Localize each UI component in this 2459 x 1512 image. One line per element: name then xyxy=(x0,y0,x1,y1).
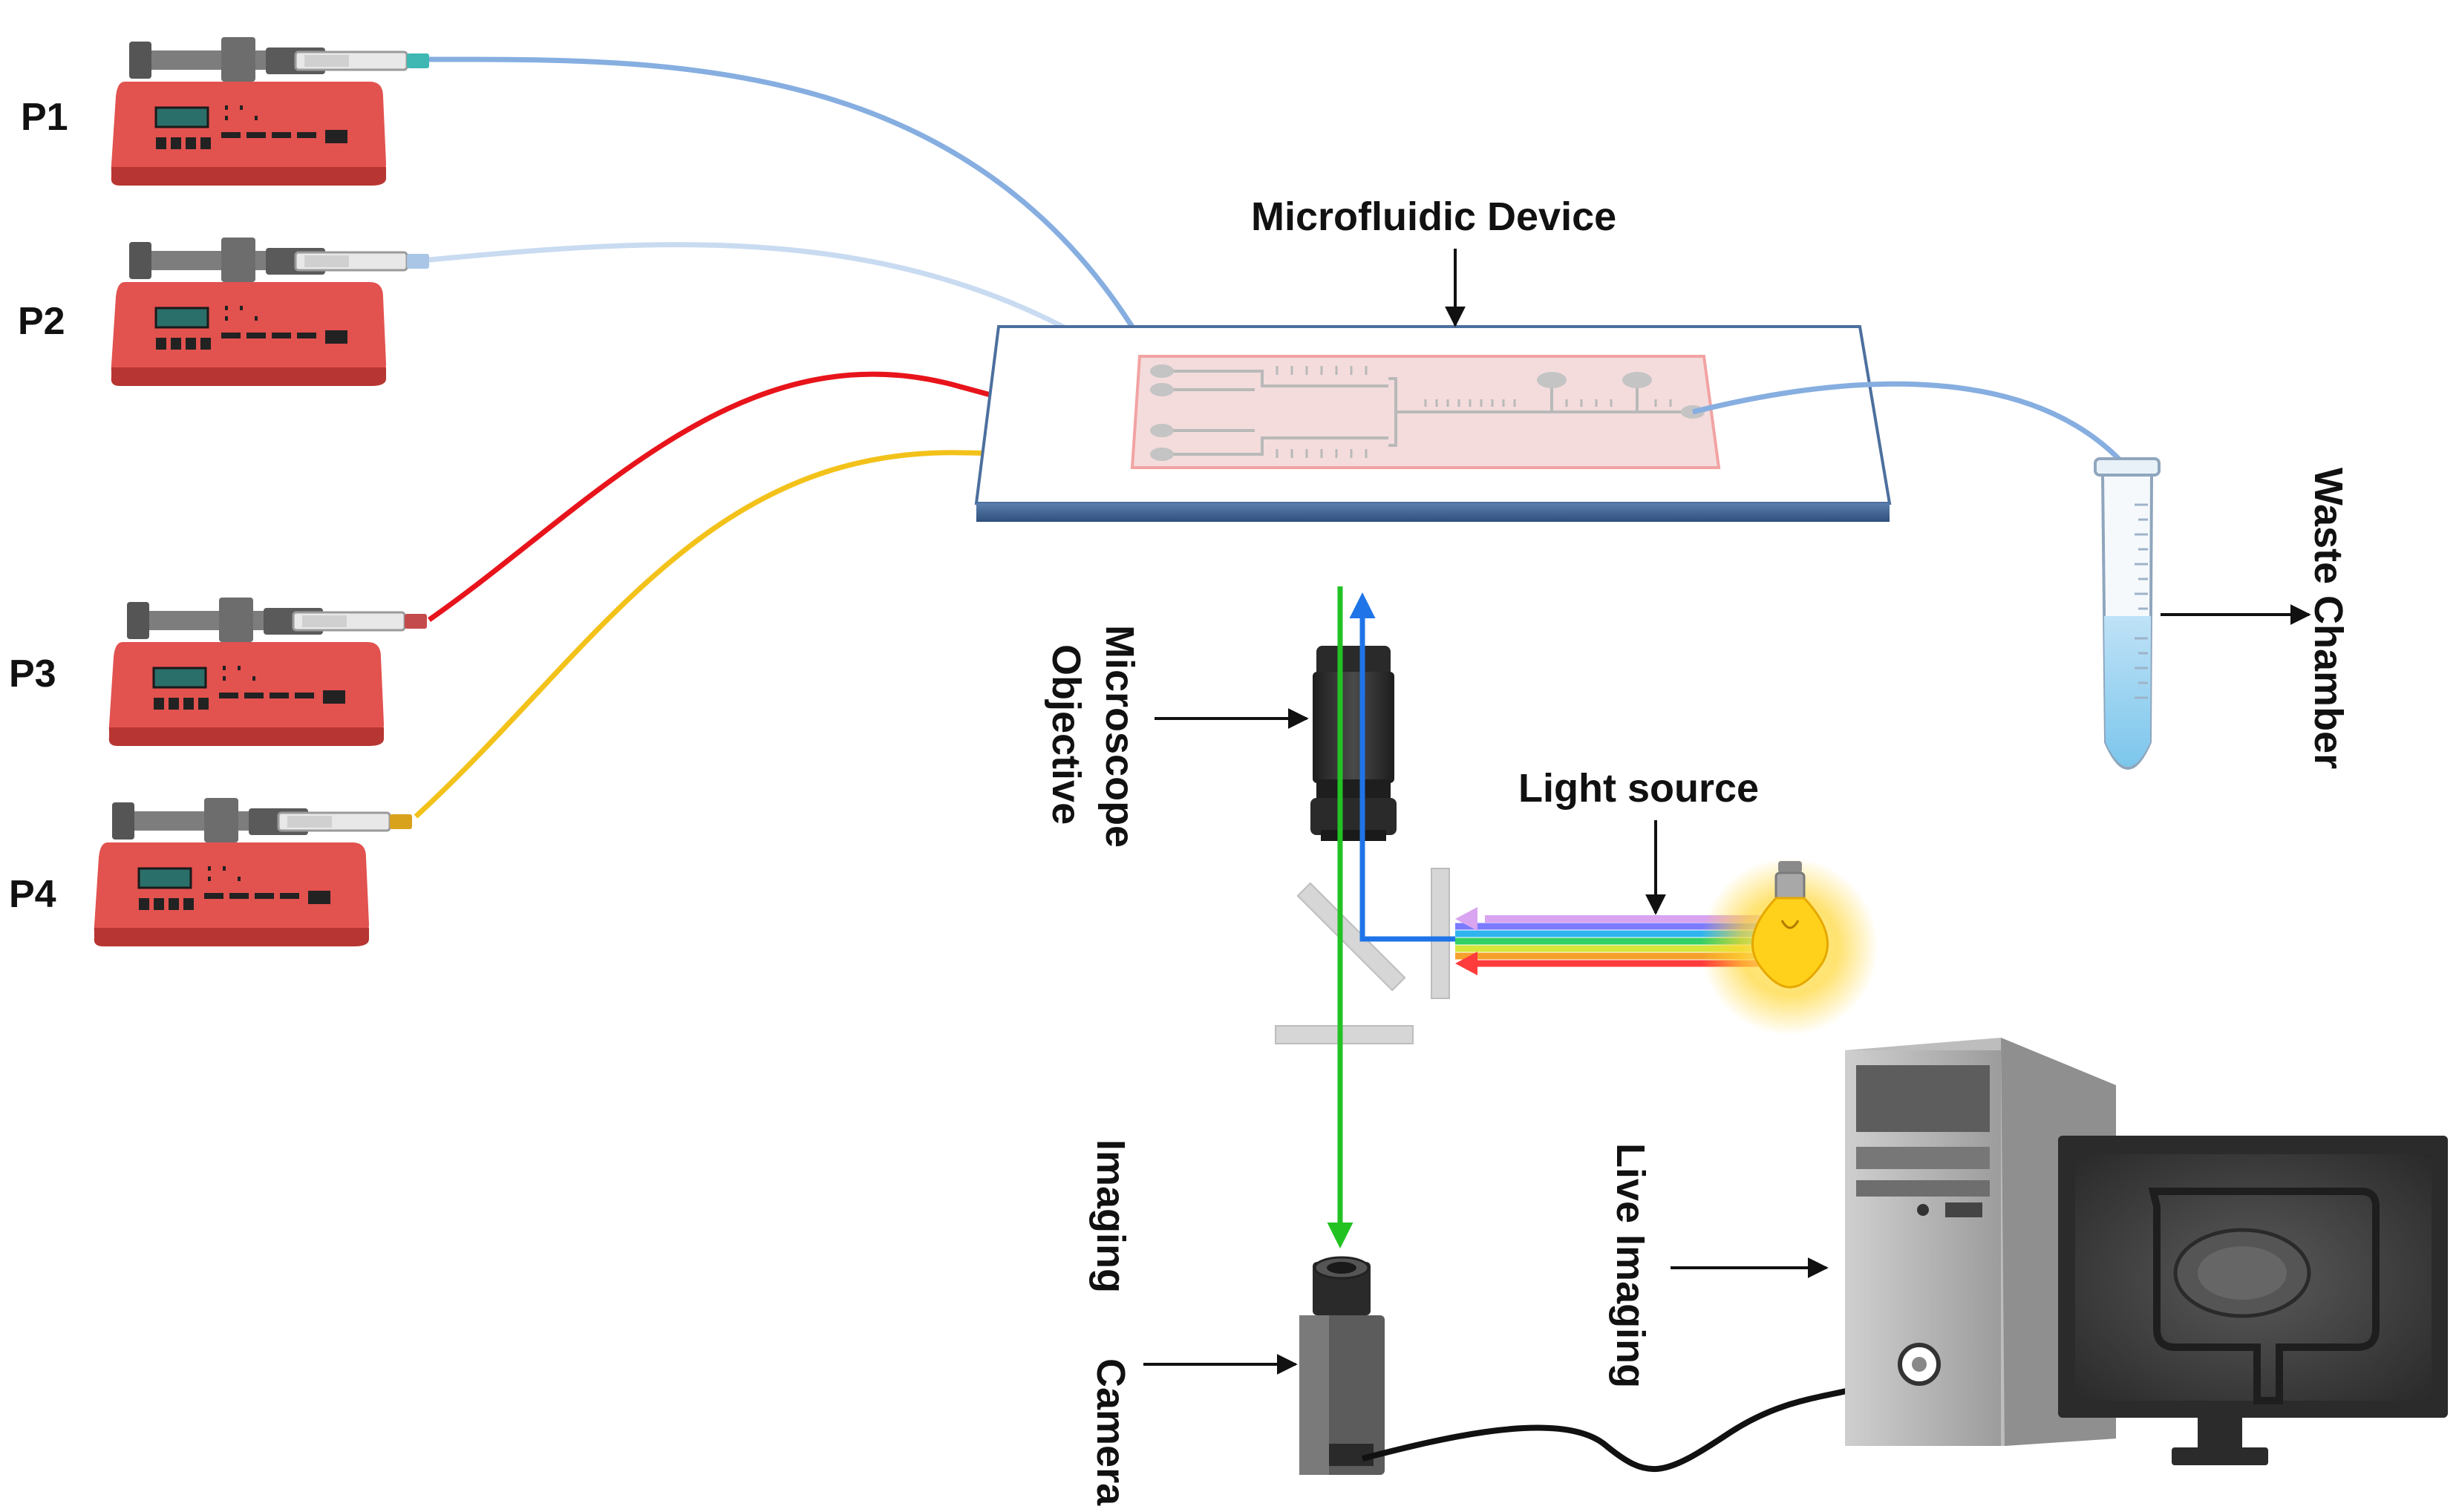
camera-icon xyxy=(1299,1256,1385,1475)
syringe-pump-p1 xyxy=(110,36,429,187)
microfluidic-device xyxy=(974,325,1892,522)
label-microfluidic-device: Microfluidic Device xyxy=(1251,194,1616,239)
pump-label-p2: P2 xyxy=(18,300,65,343)
emission-filter xyxy=(1275,1025,1414,1044)
pump-label-p4: P4 xyxy=(9,873,56,916)
syringe-pump-icon xyxy=(108,596,406,747)
tube-waste xyxy=(1692,381,2129,470)
label-microscope-objective-line1: Microscope xyxy=(1097,625,1142,848)
label-live-imaging: Live Imaging xyxy=(1608,1143,1653,1388)
syringe-pump-icon xyxy=(93,796,391,948)
syringe-pump-p4 xyxy=(93,796,412,948)
pump-label-p1: P1 xyxy=(21,96,68,139)
syringe-pump-p2 xyxy=(110,236,429,387)
dichroic-mirror xyxy=(1296,882,1406,992)
syringe-pump-icon xyxy=(110,236,408,387)
label-light-source: Light source xyxy=(1518,766,1759,811)
label-microscope-objective-line2: Objective xyxy=(1044,644,1088,825)
label-imaging-camera-line2: Camera xyxy=(1088,1358,1133,1506)
monitor-icon xyxy=(2058,1136,2448,1465)
light-bulb-icon xyxy=(1700,857,1878,1035)
tube-p1 xyxy=(428,56,1161,373)
syringe-pump-icon xyxy=(110,36,408,187)
excitation-filter xyxy=(1431,868,1450,999)
tube-p2 xyxy=(428,242,1160,388)
objective-lens-icon xyxy=(1310,646,1397,841)
label-waste-chamber: Waste Chamber xyxy=(2306,468,2351,769)
pump-label-p3: P3 xyxy=(9,652,56,696)
syringe-pump-p3 xyxy=(108,596,427,747)
excitation-beam xyxy=(1349,592,1455,942)
label-imaging-camera-line1: Imaging xyxy=(1088,1139,1133,1293)
centrifuge-tube-icon xyxy=(2094,457,2161,770)
camera-cable xyxy=(1361,1361,1918,1473)
